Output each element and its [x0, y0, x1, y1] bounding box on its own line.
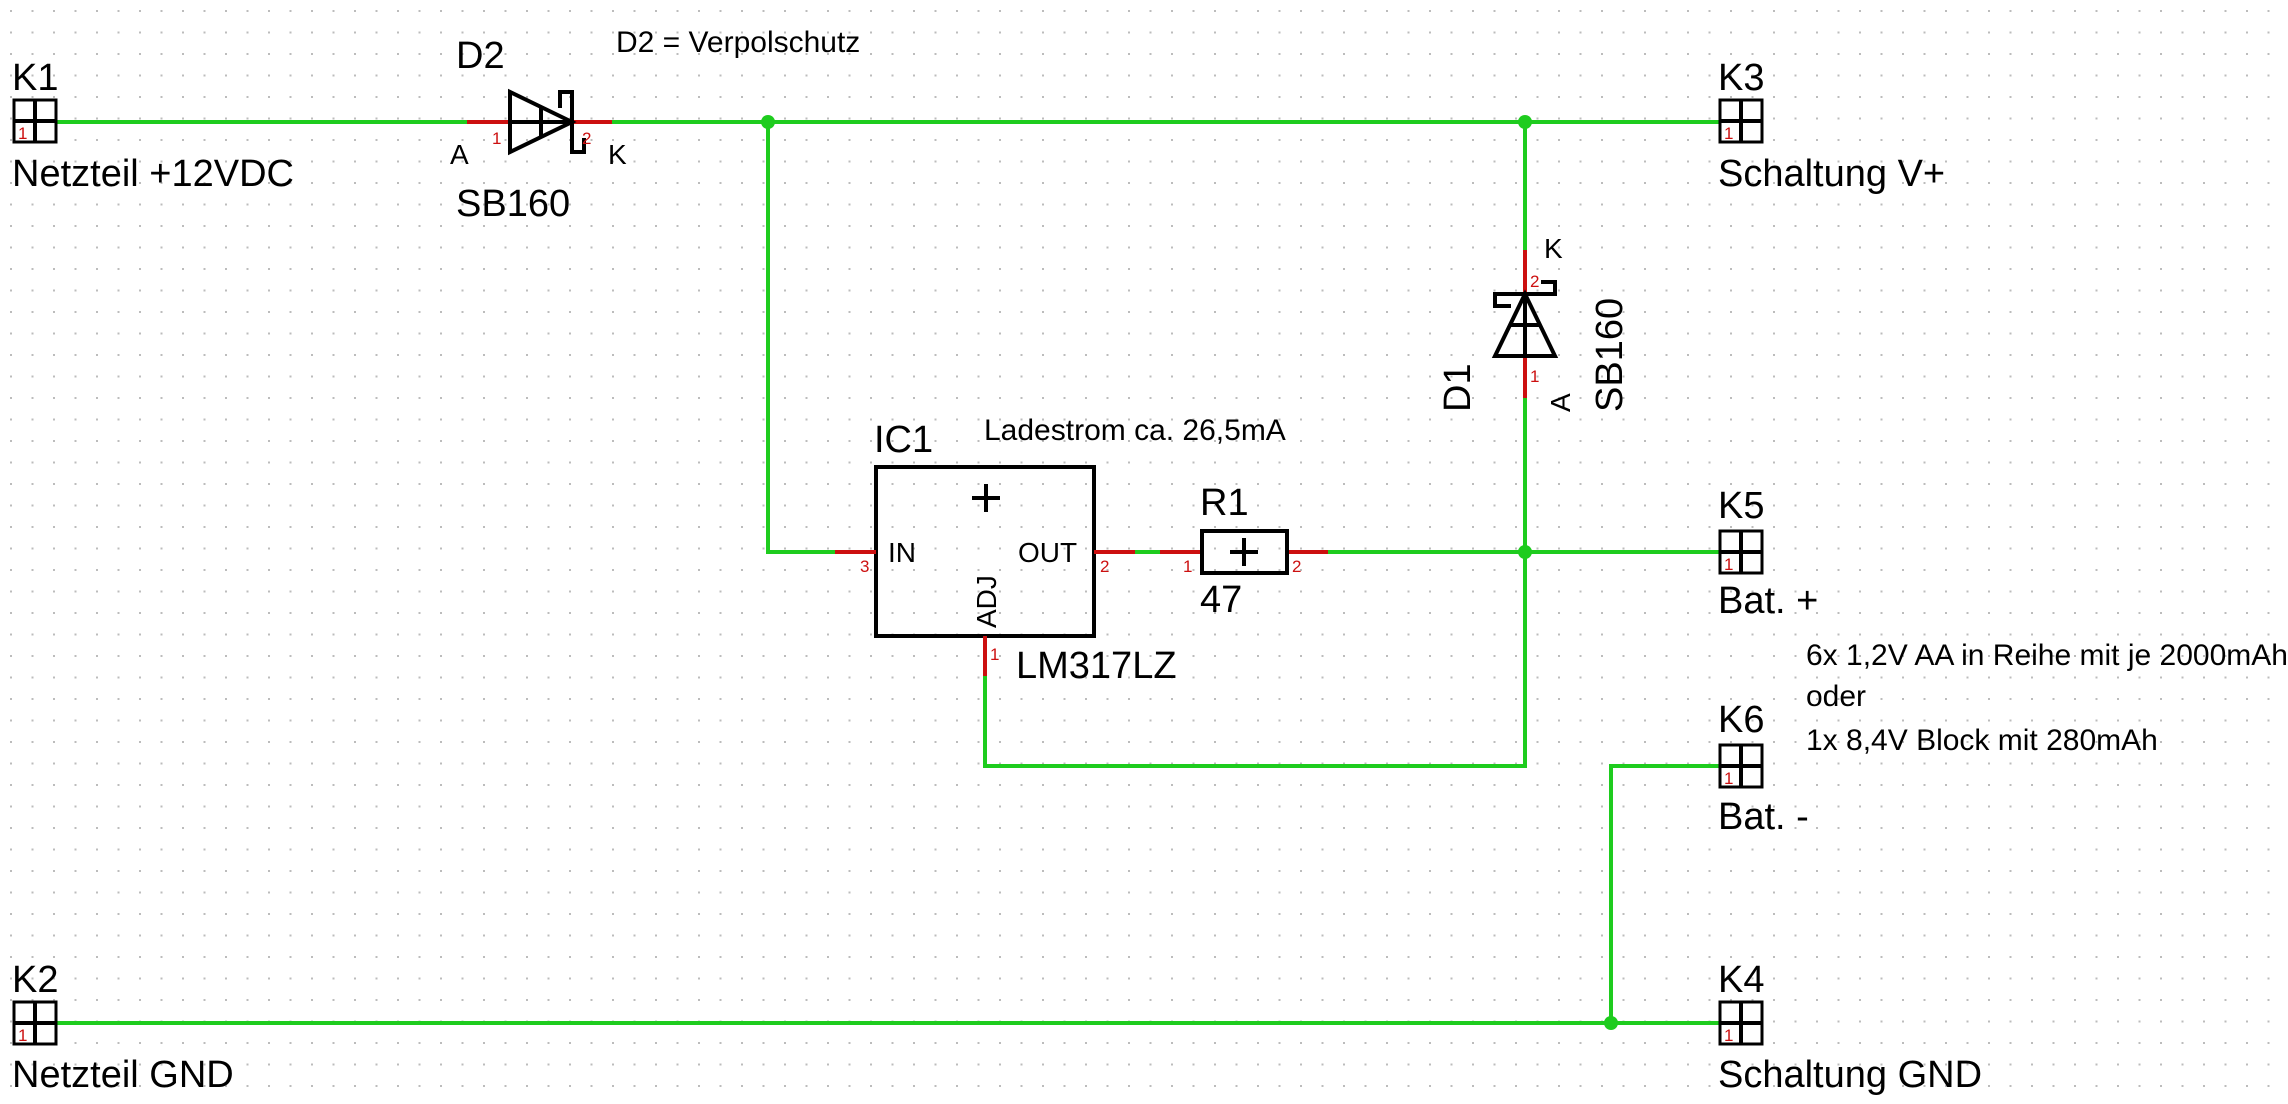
connector-label: Bat. -: [1718, 796, 1809, 838]
connector-pin-number: 1: [1724, 769, 1733, 788]
r1-body: [1200, 529, 1289, 575]
connector-name: K5: [1718, 485, 1764, 527]
regulator-ic1[interactable]: IN OUT ADJ 3 2 1 IC1 LM317LZ: [835, 419, 1177, 687]
note-charge-current: Ladestrom ca. 26,5mA: [984, 414, 1286, 447]
d1-anode-label: A: [1545, 393, 1576, 412]
d1-value: SB160: [1589, 298, 1631, 412]
r1-name: R1: [1200, 482, 1249, 524]
connector-label: Netzteil GND: [12, 1054, 234, 1096]
connector-name: K6: [1718, 699, 1764, 741]
connector-pin-number: 1: [1724, 555, 1733, 574]
ic1-adj-label: ADJ: [971, 575, 1002, 628]
junction-d1-a: [1518, 545, 1532, 559]
d1-cathode-label: K: [1544, 233, 1563, 264]
connector-label: Netzteil +12VDC: [12, 153, 294, 195]
d2-name: D2: [456, 35, 505, 77]
ic1-pin1-number: 1: [990, 645, 999, 664]
diode-d1[interactable]: 2 1 K A D1 SB160: [1437, 233, 1631, 412]
connector-pin-number: 1: [18, 124, 27, 143]
wires: [40, 120, 1722, 1025]
d2-pin1-number: 1: [492, 129, 501, 148]
junction-ic-in: [761, 115, 775, 129]
junction-ground: [1604, 1016, 1618, 1030]
connector-label: Schaltung GND: [1718, 1054, 1982, 1096]
diode-d2[interactable]: 1 2 A K D2 SB160: [450, 35, 627, 225]
d2-value: SB160: [456, 183, 570, 225]
connector-label: Schaltung V+: [1718, 153, 1945, 195]
r1-pin1-number: 1: [1183, 557, 1192, 576]
d1-name: D1: [1437, 363, 1479, 412]
d1-pin2-number: 2: [1530, 272, 1539, 291]
r1-pin2-number: 2: [1292, 557, 1301, 576]
resistor-r1[interactable]: 1 2 R1 47: [1160, 482, 1328, 621]
connector-pin-number: 1: [18, 1026, 27, 1045]
connector-k3[interactable]: 1 K3 Schaltung V+: [1718, 57, 1945, 195]
connector-pin-number: 1: [1724, 1026, 1733, 1045]
d2-pin2-number: 2: [582, 129, 591, 148]
d2-schottky-bar: [558, 90, 586, 154]
connector-label: Bat. +: [1718, 580, 1818, 622]
note-battery-line-1: 6x 1,2V AA in Reihe mit je 2000mAh: [1806, 639, 2288, 672]
ic1-pin3-number: 3: [860, 557, 869, 576]
ic1-name: IC1: [874, 419, 933, 461]
d1-pin1-number: 1: [1530, 367, 1539, 386]
connector-k6[interactable]: 1 K6 Bat. -: [1718, 699, 1809, 838]
ic1-value: LM317LZ: [1016, 645, 1177, 687]
ic1-out-label: OUT: [1018, 537, 1077, 568]
connector-name: K2: [12, 959, 58, 1001]
ic1-in-label: IN: [888, 537, 916, 568]
connector-k4[interactable]: 1 K4 Schaltung GND: [1718, 959, 1982, 1096]
d2-anode-label: A: [450, 139, 469, 170]
connector-k2[interactable]: 1 K2 Netzteil GND: [12, 959, 234, 1096]
connector-k1[interactable]: 1 K1 Netzteil +12VDC: [12, 57, 294, 195]
connector-k5[interactable]: 1 K5 Bat. +: [1718, 485, 1818, 622]
connector-name: K1: [12, 57, 58, 99]
connector-name: K4: [1718, 959, 1764, 1001]
note-polarity-protection: D2 = Verpolschutz: [616, 26, 860, 59]
d2-cathode-label: K: [608, 139, 627, 170]
junction-d1-k: [1518, 115, 1532, 129]
d1-schottky-bar: [1493, 280, 1557, 308]
note-battery-line-3: 1x 8,4V Block mit 280mAh: [1806, 724, 2158, 757]
connector-pin-number: 1: [1724, 124, 1733, 143]
ic1-pin2-number: 2: [1100, 557, 1109, 576]
r1-value: 47: [1200, 579, 1242, 621]
note-battery-line-2: oder: [1806, 680, 1866, 713]
connector-name: K3: [1718, 57, 1764, 99]
